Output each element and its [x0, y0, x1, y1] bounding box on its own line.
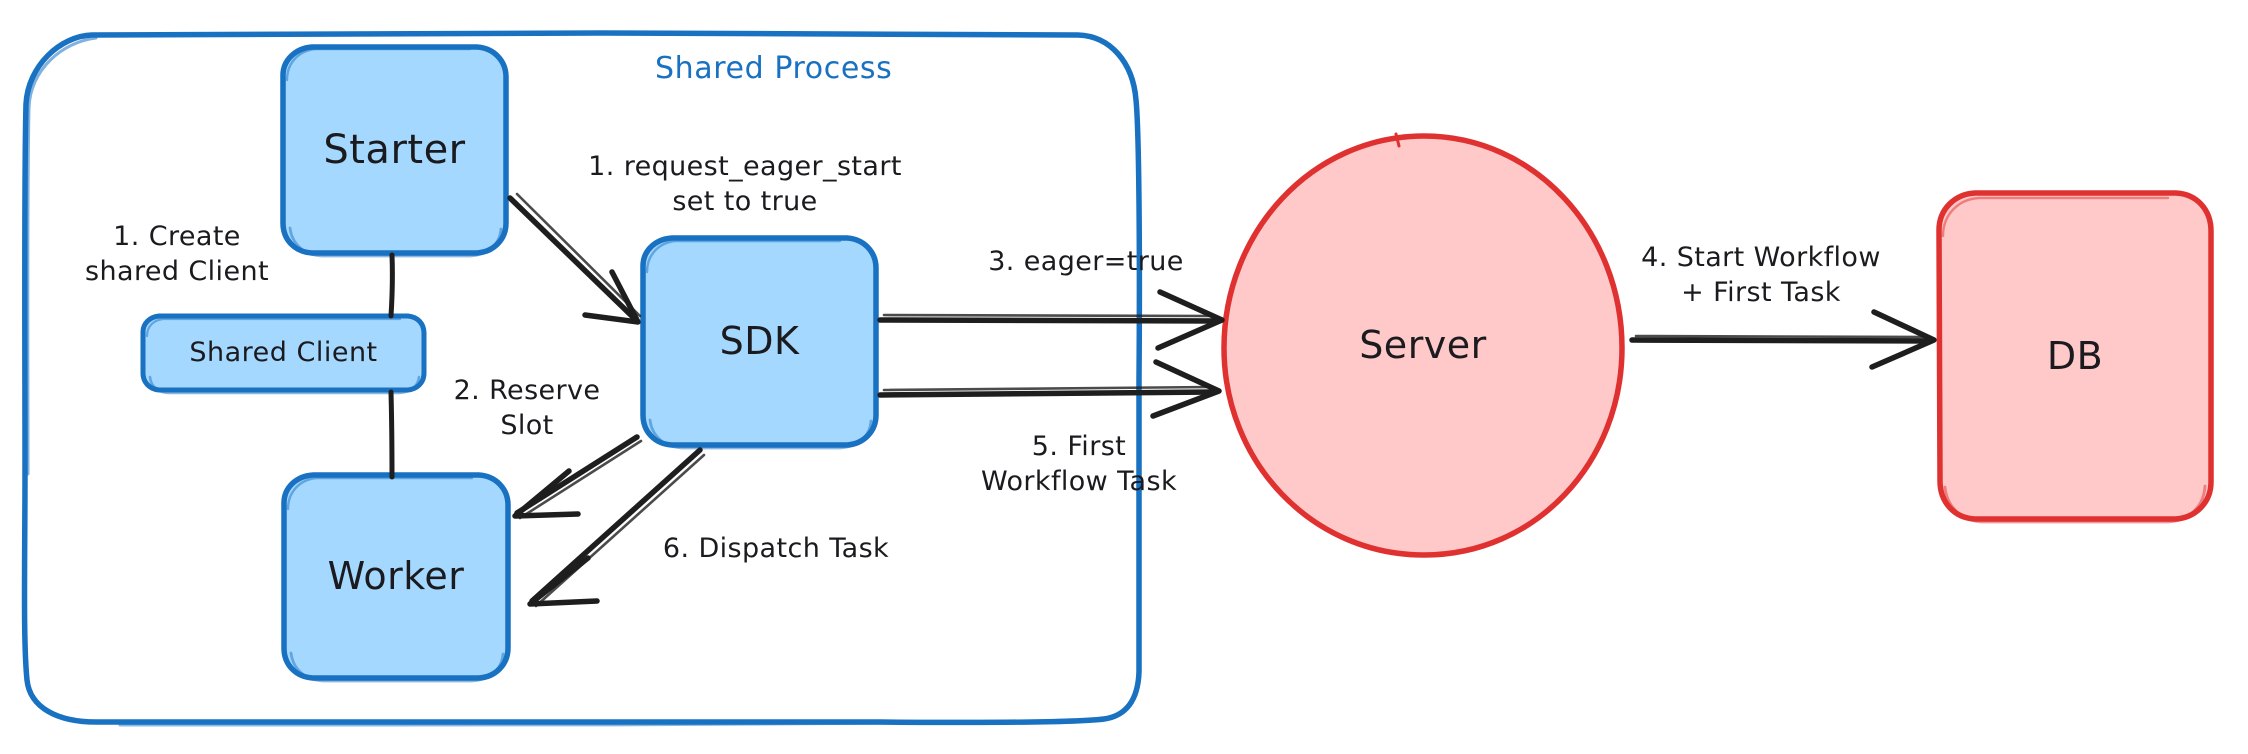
edge-label-request-eager-start: 1. request_eager_start set to true [588, 150, 902, 217]
edge-label-reserve-slot: 2. Reserve Slot [453, 374, 601, 441]
node-label-db[interactable]: DB [2046, 333, 2104, 378]
edge-label-eager-true: 3. eager=true [988, 246, 1184, 278]
edge-label-first-workflow-task: 5. First Workflow Task [980, 430, 1178, 497]
edge-label-dispatch-task: 6. Dispatch Task [662, 533, 890, 565]
edge-reserve-slot-arrow [512, 434, 643, 520]
edge-label-start-workflow-first-task: 4. Start Workflow + First Task [1641, 241, 1881, 308]
edge-first-workflow-task-arrow [877, 359, 1222, 419]
shared-process-title: Shared Process [655, 51, 893, 86]
node-label-starter[interactable]: Starter [323, 126, 466, 173]
node-label-sdk[interactable]: SDK [719, 319, 800, 364]
node-label-server[interactable]: Server [1359, 323, 1487, 368]
edge-start-workflow-first-task-arrow [1629, 309, 1937, 370]
edge-eager-true-arrow [877, 289, 1225, 351]
edge-create-shared-client-line [388, 252, 395, 319]
edge-shared-client-worker-line [388, 389, 395, 480]
node-label-shared-client[interactable]: Shared Client [189, 336, 378, 368]
node-label-worker[interactable]: Worker [327, 554, 465, 599]
edge-label-create-shared-client: 1. Create shared Client [85, 220, 269, 287]
